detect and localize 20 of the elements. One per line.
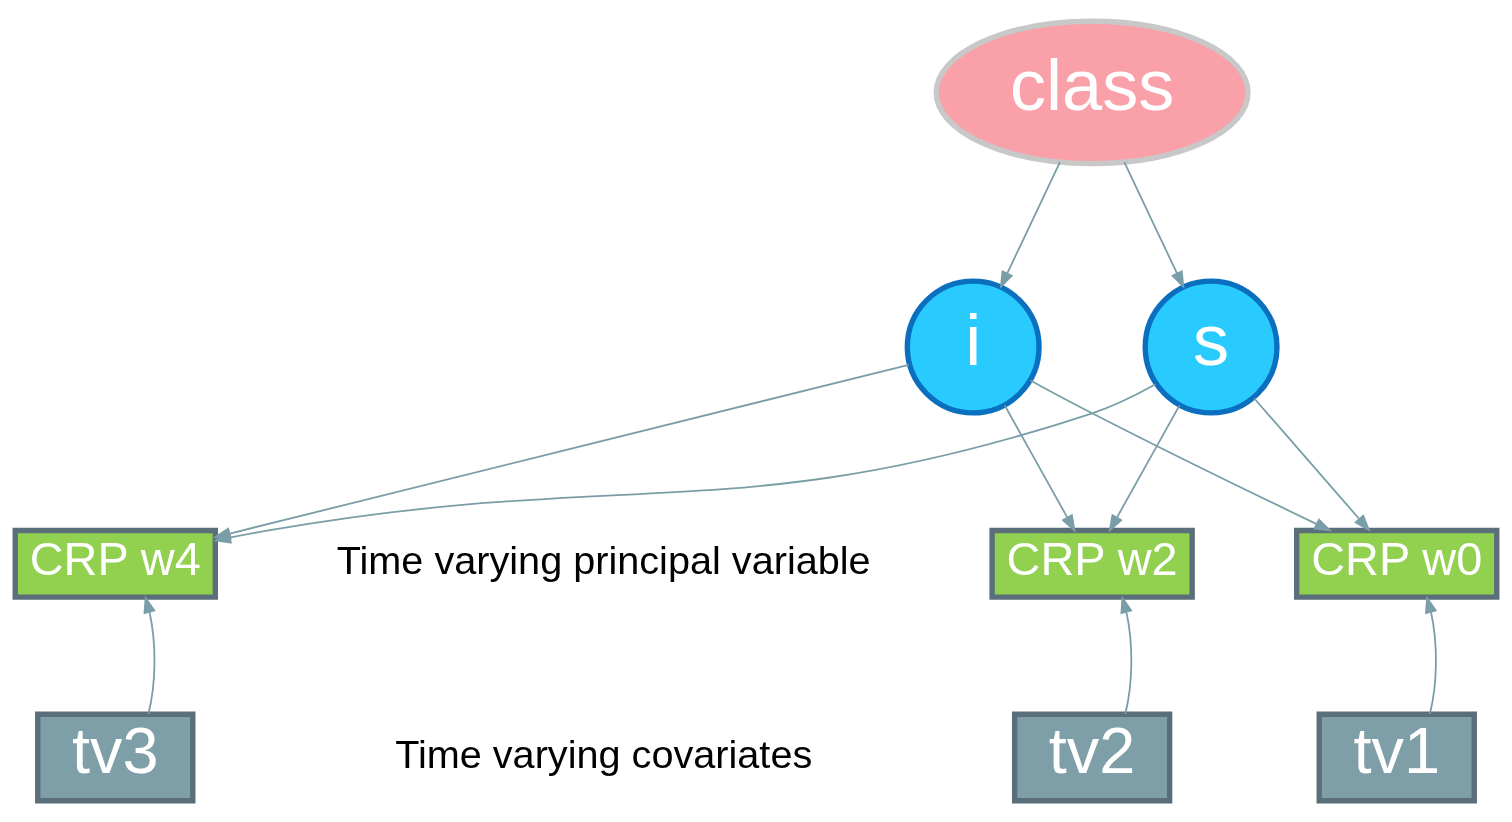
label: Time varying principal variable	[336, 537, 871, 582]
node-box: CRP w2	[989, 527, 1195, 600]
arrow	[999, 161, 1061, 290]
arrow	[1120, 595, 1133, 715]
arrow	[1029, 379, 1333, 532]
node-box: CRP w0	[1294, 527, 1500, 600]
node-ellipse: class	[933, 18, 1251, 167]
node-circle: s	[1142, 278, 1280, 416]
arrow	[1108, 404, 1181, 533]
arrow	[1003, 404, 1076, 533]
node-box: CRP w4	[12, 527, 218, 600]
arrow	[1123, 161, 1185, 290]
node-circle: i	[904, 278, 1042, 416]
node-box: tv1	[1316, 711, 1477, 804]
arrow	[1253, 397, 1371, 533]
arrow	[1425, 595, 1438, 715]
arrow	[143, 595, 156, 715]
label: Time varying covariates	[395, 731, 813, 776]
node-box: tv3	[35, 711, 196, 804]
node-box: tv2	[1011, 711, 1173, 804]
